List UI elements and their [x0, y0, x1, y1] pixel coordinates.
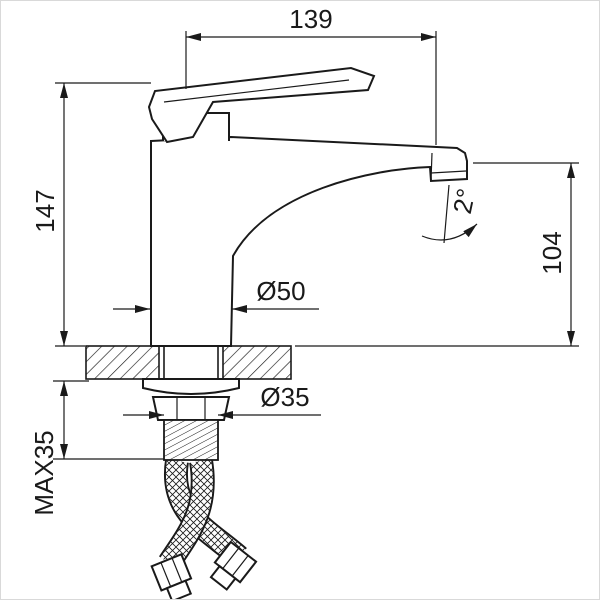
hose-fitting-right: [209, 540, 258, 591]
dimension-label-139: 139: [289, 4, 332, 34]
mounting-nut: [151, 396, 231, 421]
annotation-spout-tilt: 2°: [421, 184, 482, 244]
countertop-left-section: [85, 345, 160, 380]
dimension-label-104: 104: [537, 231, 567, 274]
countertop-cross-section: [85, 345, 292, 380]
supply-hoses: [150, 459, 258, 599]
dimension-shank-diameter: Ø35: [123, 382, 321, 419]
dimension-label-147: 147: [30, 189, 60, 232]
dimension-max-thickness: MAX35: [29, 380, 164, 516]
dimension-base-diameter: Ø50: [113, 276, 319, 313]
dimension-label-max35: MAX35: [29, 430, 59, 515]
dimension-label-2deg: 2°: [447, 186, 482, 217]
faucet-tailpiece: [163, 345, 219, 380]
hose-fitting-left: [150, 552, 193, 599]
dimension-spout-reach: 139: [185, 4, 437, 145]
threaded-shank: [163, 419, 219, 461]
lever-edge-line: [163, 79, 350, 103]
tilt-reference-line: [443, 184, 450, 244]
dimension-total-height: 147: [30, 82, 151, 347]
aerator-line: [430, 170, 467, 174]
supply-hose-left: [150, 459, 215, 599]
dimension-outlet-height: 104: [295, 162, 579, 347]
mounting-washer: [142, 378, 240, 395]
countertop-right-section: [222, 345, 292, 380]
faucet-handle-lever: [147, 66, 376, 144]
dimension-label-d35: Ø35: [260, 382, 309, 412]
faucet-body-outline: [150, 135, 468, 347]
washer-curve-line: [142, 387, 240, 395]
mounting-hardware: [142, 378, 240, 461]
outlet-separation-line: [430, 152, 433, 182]
dimension-label-d50: Ø50: [256, 276, 305, 306]
tilt-arc-arrow: [421, 223, 478, 241]
faucet: [147, 66, 468, 347]
